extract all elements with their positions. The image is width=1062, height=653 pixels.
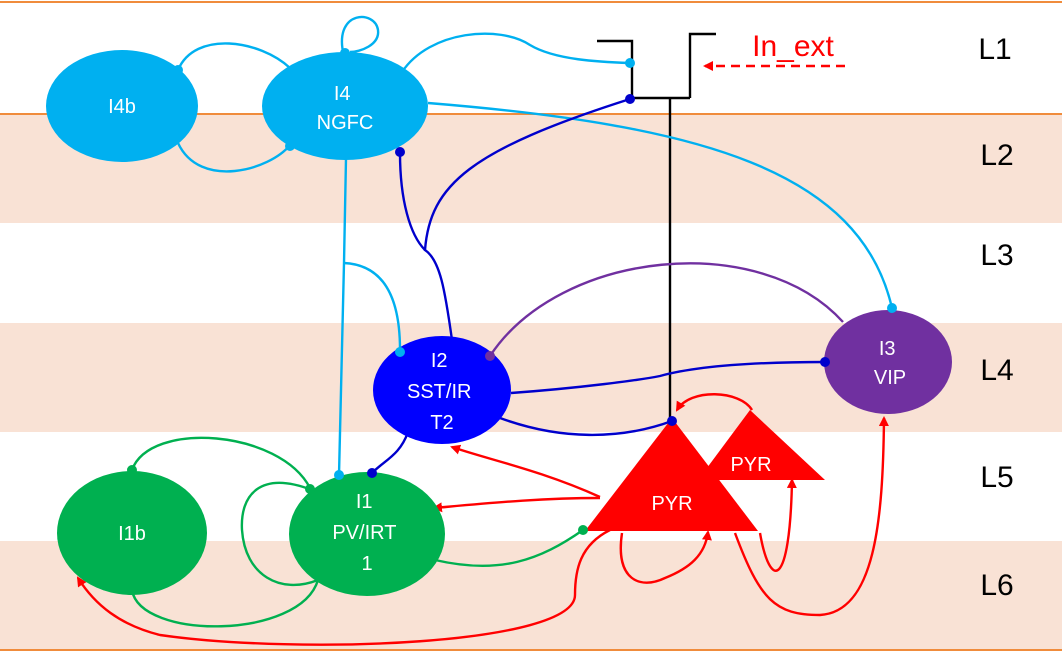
i3-body [824,310,952,414]
i1-to-pyr [434,529,584,567]
pyr-to-i1b [76,528,611,646]
i1-label-line-3: 1 [361,553,372,575]
synapse-ngfc-i4-bottom [285,141,295,151]
i1b-label: I1b [118,523,146,545]
i2-label-line-1: I2 [431,350,448,372]
layer-labels: L1 L2 L3 L4 L5 L6 [978,33,1013,602]
i4b-label-line-1: I4b [108,96,136,118]
node-i2-sst: I2 SST/IR T2 [373,336,511,444]
i1-i1b-top [130,436,312,489]
pyr-main-body [585,418,758,531]
node-i4b: I4b [46,50,198,162]
node-i4-ngfc: I4 NGFC [262,52,428,160]
i4-label-line-1: I4 [334,83,351,105]
i1-label-line-1: I1 [356,491,373,513]
layer-label-l2: L2 [980,139,1013,172]
synapse-ngfc-i3 [887,303,897,313]
small-pyr-to-pyr [675,393,754,412]
pyr-to-small-pyr [758,478,797,572]
i4-i4b-bottom [176,142,291,173]
i2-to-input [423,97,631,341]
i3-label: I3 VIP [874,338,906,389]
i1b-body [57,471,207,595]
i1-self-loop [240,481,319,587]
pyr-small-label: PYR [730,454,771,476]
i4b-body [46,50,198,162]
synapse-pv-i1b [127,465,137,475]
pyr-to-i3 [733,416,889,617]
layer-label-l6: L6 [980,569,1013,602]
pyr-main-label-line-1: PYR [651,493,692,515]
i3-label-line-2: VIP [874,367,906,389]
synapse-sst-pyr [667,416,677,426]
input-branch-left [597,39,634,98]
synapse-vip-i2 [485,351,495,361]
pyr-self-loop [619,530,712,584]
synapse-sst-i1 [367,468,377,478]
in-ext-label: In_ext [752,30,834,63]
synapse-ngfc-i2 [395,347,405,357]
synapse-sst-i4 [395,147,405,157]
node-i1-pv: I1 PV/IRT 1 [289,472,445,596]
input-branch-right [688,32,716,98]
layer-label-l1: L1 [978,33,1011,66]
node-pyr-main: PYR [585,418,758,531]
i2-to-i4 [398,152,426,251]
pyr-small-body [698,410,825,480]
i3-to-i2 [488,262,844,357]
synapses [127,48,897,535]
pv-connections [130,436,584,628]
i1-i1b-bottom [130,579,320,628]
i1-label-line-2: PV/IRT [332,522,396,544]
i2-to-pyr [499,416,673,437]
synapse-ngfc-input [625,58,635,68]
layer-label-l3: L3 [980,239,1013,272]
sst-connections [371,97,826,474]
node-i3-vip: I3 VIP [824,310,952,414]
i4-body [262,52,428,160]
layer-label-l5: L5 [980,461,1013,494]
synapse-pv-i1-self [305,484,315,494]
i1b-label-line-1: I1b [118,523,146,545]
pyr-small-label-line-1: PYR [730,454,771,476]
external-input: In_ext [597,30,845,420]
i3-label-line-1: I3 [879,338,896,360]
synapse-ngfc-i4-self [340,48,350,58]
pyr-to-i2 [450,444,601,499]
synapse-ngfc-i1 [334,470,344,480]
i4-i4b-top [176,42,291,71]
i4-to-i3 [427,101,894,309]
i4-self-loop [340,15,380,54]
i2-label: I2 SST/IR T2 [407,350,477,434]
pyr-connections [76,393,889,646]
i2-label-line-3: T2 [430,412,453,434]
i2-body [373,336,511,444]
node-i1b: I1b [57,471,207,595]
pyr-main-label: PYR [651,493,692,515]
layer-label-l4: L4 [980,354,1013,387]
i1-body [289,472,445,596]
i4b-label: I4b [108,96,136,118]
i2-to-i3 [510,360,826,395]
i4-to-i2 [343,261,402,351]
synapse-sst-i3 [820,357,830,367]
node-pyr-small: PYR [698,410,825,480]
pyr-to-i1 [432,496,601,513]
i2-to-i1 [371,431,410,474]
i2-label-line-2: SST/IR [407,381,471,403]
i4-label: I4 NGFC [317,83,374,134]
synapse-sst-input [625,94,635,104]
synapse-ngfc-i4b-top [173,65,183,75]
i1-label: I1 PV/IRT 1 [332,491,401,575]
synapse-pv-pyr [578,525,588,535]
i4-to-input [401,32,631,73]
ngfc-connections [176,15,894,476]
i4-label-line-2: NGFC [317,112,374,134]
